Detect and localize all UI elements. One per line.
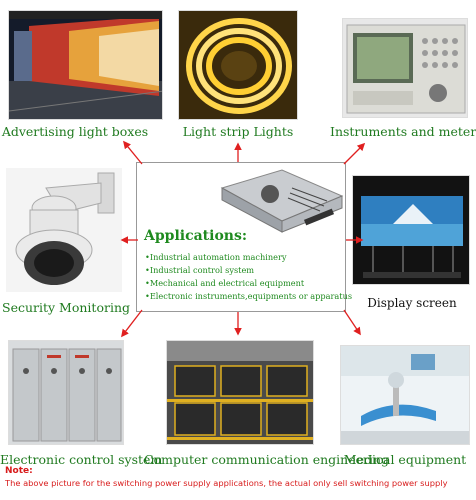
medical-equipment-photo [340, 345, 470, 445]
computer-communication-graphic [167, 341, 313, 444]
power-supply-graphic [220, 169, 344, 233]
display-screen-photo [352, 175, 470, 285]
arrow-to-electronic-control [121, 309, 143, 338]
caption-light-strip: Light strip Lights [182, 124, 294, 139]
note-label: Note: [5, 466, 33, 476]
power-supply-photo [212, 166, 344, 236]
instruments-photo [342, 18, 468, 118]
caption-medical: Medical equipment [343, 452, 467, 467]
advertising-photo-graphic [9, 11, 162, 119]
applications-title: Applications: [144, 228, 248, 244]
security-camera-graphic [15, 172, 115, 285]
medical-equipment-graphic [341, 346, 469, 444]
caption-display: Display screen [367, 296, 457, 310]
arrow-to-instruments [343, 142, 366, 165]
application-item: •Industrial control system [145, 265, 255, 275]
arrow-to-medical [343, 309, 361, 336]
caption-advertising: Advertising light boxes [1, 124, 149, 139]
security-camera-photo [6, 168, 122, 292]
caption-electronic-control: Electronic control system [0, 452, 163, 467]
application-item: •Industrial automation machinery [145, 252, 287, 262]
note-text: The above picture for the switching powe… [5, 478, 448, 488]
caption-security: Security Monitoring [2, 300, 130, 315]
computer-communication-photo [166, 340, 314, 445]
electronic-control-photo [8, 340, 124, 445]
advertising-light-box-photo [8, 10, 163, 120]
electronic-control-graphic [9, 341, 123, 444]
application-item: •Electronic instruments,equipments or ap… [145, 291, 353, 301]
display-screen-graphic [353, 176, 469, 284]
light-strip-graphic [179, 11, 297, 119]
instruments-graphic [346, 24, 466, 114]
arrow-to-advertising [123, 140, 143, 165]
caption-computer-communication: Computer communication engineering [144, 452, 390, 467]
caption-instruments: Instruments and meters [330, 124, 476, 139]
light-strip-photo [178, 10, 298, 120]
application-item: •Mechanical and electrical equipment [145, 278, 305, 288]
